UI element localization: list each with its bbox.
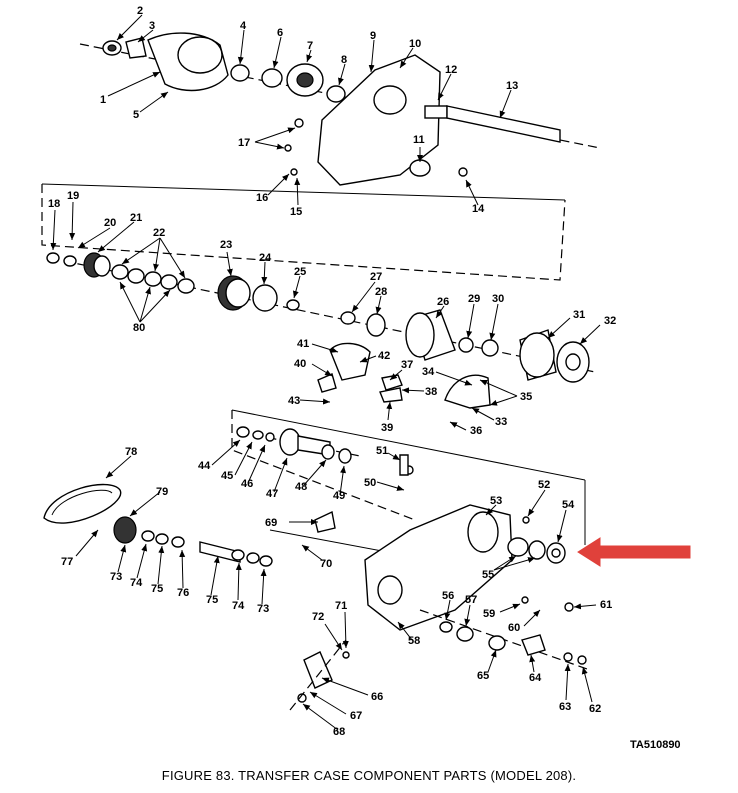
label-67: 67 — [350, 710, 362, 722]
label-80: 80 — [133, 322, 145, 334]
label-48: 48 — [295, 481, 307, 493]
label-45: 45 — [221, 470, 233, 482]
label-19: 19 — [67, 190, 79, 202]
label-16: 16 — [256, 192, 268, 204]
label-5: 5 — [133, 109, 139, 121]
mainshaft-assembly — [41, 183, 596, 409]
label-71: 71 — [335, 600, 347, 612]
label-57: 57 — [465, 594, 477, 606]
label-27: 27 — [370, 271, 382, 283]
label-14: 14 — [472, 203, 485, 215]
label-51: 51 — [376, 445, 388, 457]
label-22: 22 — [153, 227, 165, 239]
label-52: 52 — [538, 479, 550, 491]
label-65: 65 — [477, 670, 489, 682]
label-4: 4 — [240, 20, 247, 32]
label-46: 46 — [241, 478, 253, 490]
label-36: 36 — [470, 425, 482, 437]
label-72: 72 — [312, 611, 324, 623]
label-37: 37 — [401, 359, 413, 371]
label-74a: 74 — [130, 577, 143, 589]
label-59: 59 — [483, 608, 495, 620]
label-31: 31 — [573, 309, 585, 321]
label-2: 2 — [137, 5, 143, 17]
label-41: 41 — [297, 338, 309, 350]
label-23: 23 — [220, 239, 232, 251]
label-17: 17 — [238, 137, 250, 149]
label-26: 26 — [437, 296, 449, 308]
label-74b: 74 — [232, 600, 245, 612]
label-76: 76 — [177, 587, 189, 599]
label-49: 49 — [333, 490, 345, 502]
label-15: 15 — [290, 206, 302, 218]
label-28: 28 — [375, 286, 387, 298]
label-43: 43 — [288, 395, 300, 407]
label-30: 30 — [492, 293, 504, 305]
label-12: 12 — [445, 64, 457, 76]
label-13: 13 — [506, 80, 518, 92]
label-50: 50 — [364, 477, 376, 489]
label-21: 21 — [130, 212, 142, 224]
label-75b: 75 — [206, 594, 218, 606]
label-20: 20 — [104, 217, 116, 229]
label-55: 55 — [482, 569, 494, 581]
label-63: 63 — [559, 701, 571, 713]
label-53: 53 — [490, 495, 502, 507]
label-54: 54 — [562, 499, 575, 511]
top-assembly — [79, 32, 601, 186]
label-38: 38 — [425, 386, 437, 398]
label-73b: 73 — [257, 603, 269, 615]
label-66: 66 — [371, 691, 383, 703]
label-70: 70 — [320, 558, 332, 570]
label-62: 62 — [589, 703, 601, 715]
label-64: 64 — [529, 672, 542, 684]
label-9: 9 — [370, 30, 376, 42]
label-58: 58 — [408, 635, 420, 647]
label-34: 34 — [422, 366, 435, 378]
label-68: 68 — [333, 726, 345, 738]
lower-assembly — [43, 409, 591, 711]
label-77: 77 — [61, 556, 73, 568]
label-35: 35 — [520, 391, 532, 403]
figure-code: TA510890 — [630, 739, 681, 751]
label-44: 44 — [198, 460, 211, 472]
label-32: 32 — [604, 315, 616, 327]
label-11: 11 — [413, 134, 425, 146]
leader-lines — [50, 14, 601, 731]
label-69: 69 — [265, 517, 277, 529]
label-10: 10 — [409, 38, 421, 50]
label-6: 6 — [277, 27, 283, 39]
label-29: 29 — [468, 293, 480, 305]
label-47: 47 — [266, 488, 278, 500]
callout-arrow — [577, 537, 691, 567]
label-8: 8 — [341, 54, 347, 66]
label-1: 1 — [100, 94, 106, 106]
label-18: 18 — [48, 198, 60, 210]
figure-caption: FIGURE 83. TRANSFER CASE COMPONENT PARTS… — [161, 768, 577, 783]
label-78: 78 — [125, 446, 137, 458]
part-number-labels: 1 2 3 4 5 6 7 8 9 10 11 12 13 14 15 16 1… — [48, 5, 681, 751]
label-40: 40 — [294, 358, 306, 370]
label-73a: 73 — [110, 571, 122, 583]
label-25: 25 — [294, 266, 306, 278]
label-7: 7 — [307, 40, 313, 52]
label-33: 33 — [495, 416, 507, 428]
label-24: 24 — [259, 252, 272, 264]
label-75a: 75 — [151, 583, 163, 595]
label-61: 61 — [600, 599, 612, 611]
label-39: 39 — [381, 422, 393, 434]
label-60: 60 — [508, 622, 520, 634]
label-3: 3 — [149, 20, 155, 32]
label-42: 42 — [378, 350, 390, 362]
label-56: 56 — [442, 590, 454, 602]
label-79: 79 — [156, 486, 168, 498]
